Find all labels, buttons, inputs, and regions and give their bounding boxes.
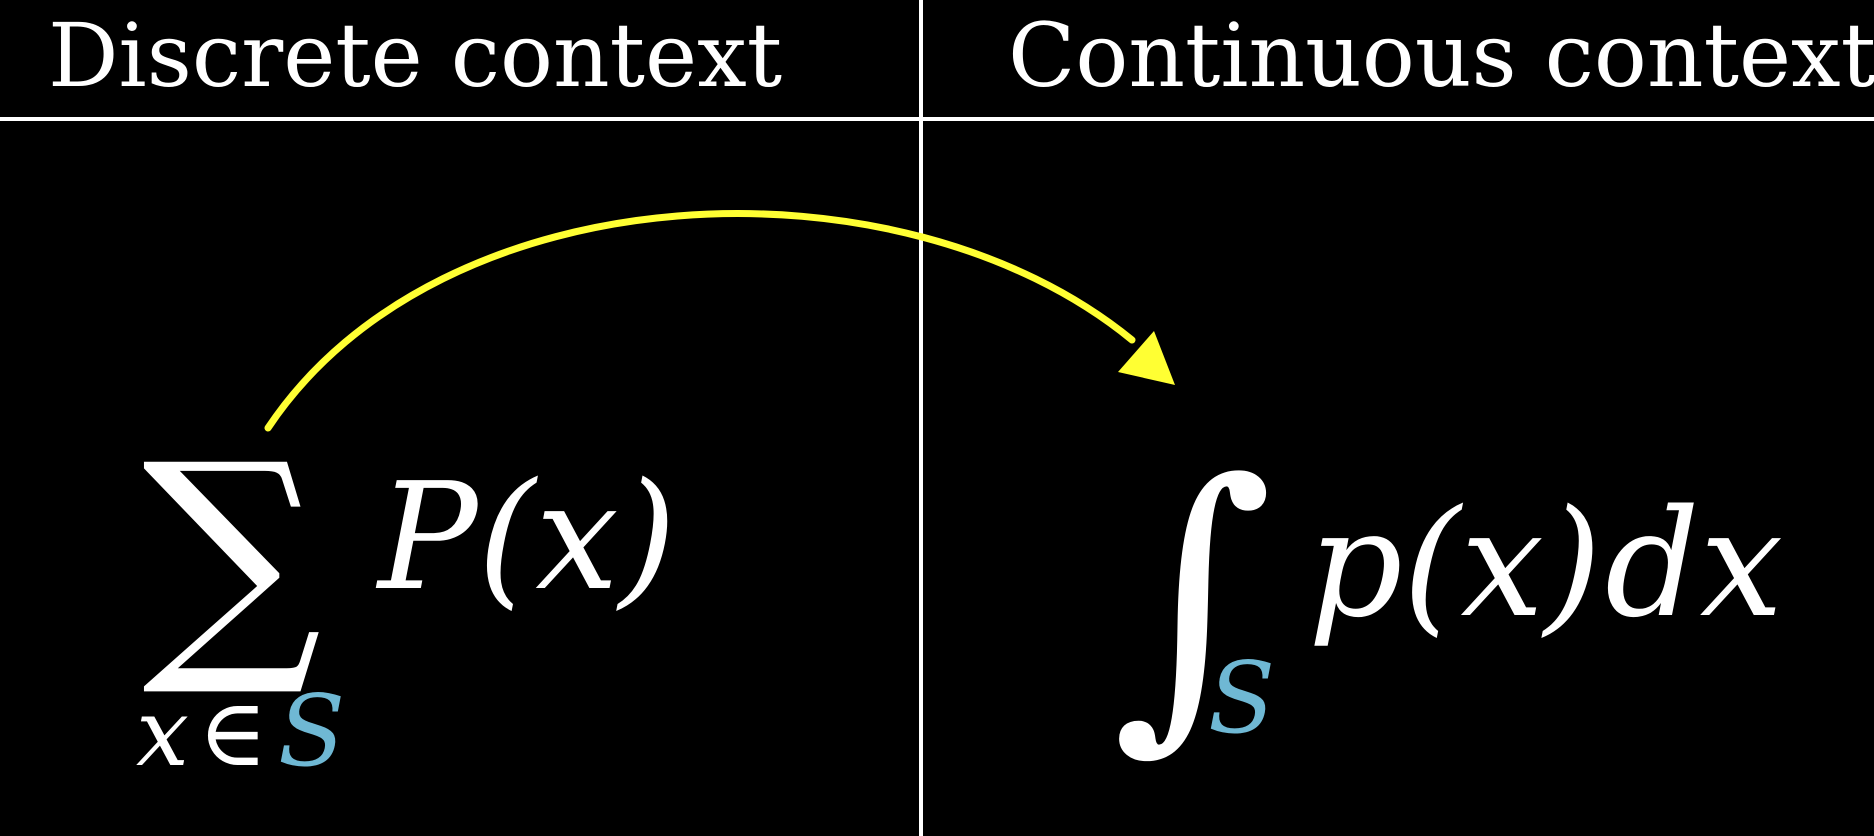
- integral-symbol: ∫: [1112, 418, 1274, 779]
- panel-divider: [919, 0, 923, 836]
- density-term: p(x): [1308, 478, 1602, 650]
- integral-subscript-set: S: [1208, 642, 1275, 756]
- discrete-expression: ∑ P(x) x ∈ S: [136, 410, 677, 789]
- arrow-curve: [264, 210, 1136, 432]
- continuous-context-title: Continuous context: [1008, 4, 1874, 107]
- arrow-head-icon: [1118, 331, 1175, 385]
- sum-subscript-set: S: [278, 675, 345, 789]
- discrete-context-title: Discrete context: [48, 4, 783, 107]
- element-of-symbol: ∈: [198, 679, 268, 788]
- sum-subscript-variable: x: [136, 679, 189, 788]
- differential-term: dx: [1605, 478, 1783, 650]
- discrete-probability-term: P(x): [375, 451, 677, 623]
- continuous-expression: ∫ S p(x) dx: [1112, 418, 1783, 779]
- summation-symbol: ∑: [142, 410, 322, 703]
- header-divider: [0, 117, 1874, 121]
- transition-arrow: [264, 210, 1175, 432]
